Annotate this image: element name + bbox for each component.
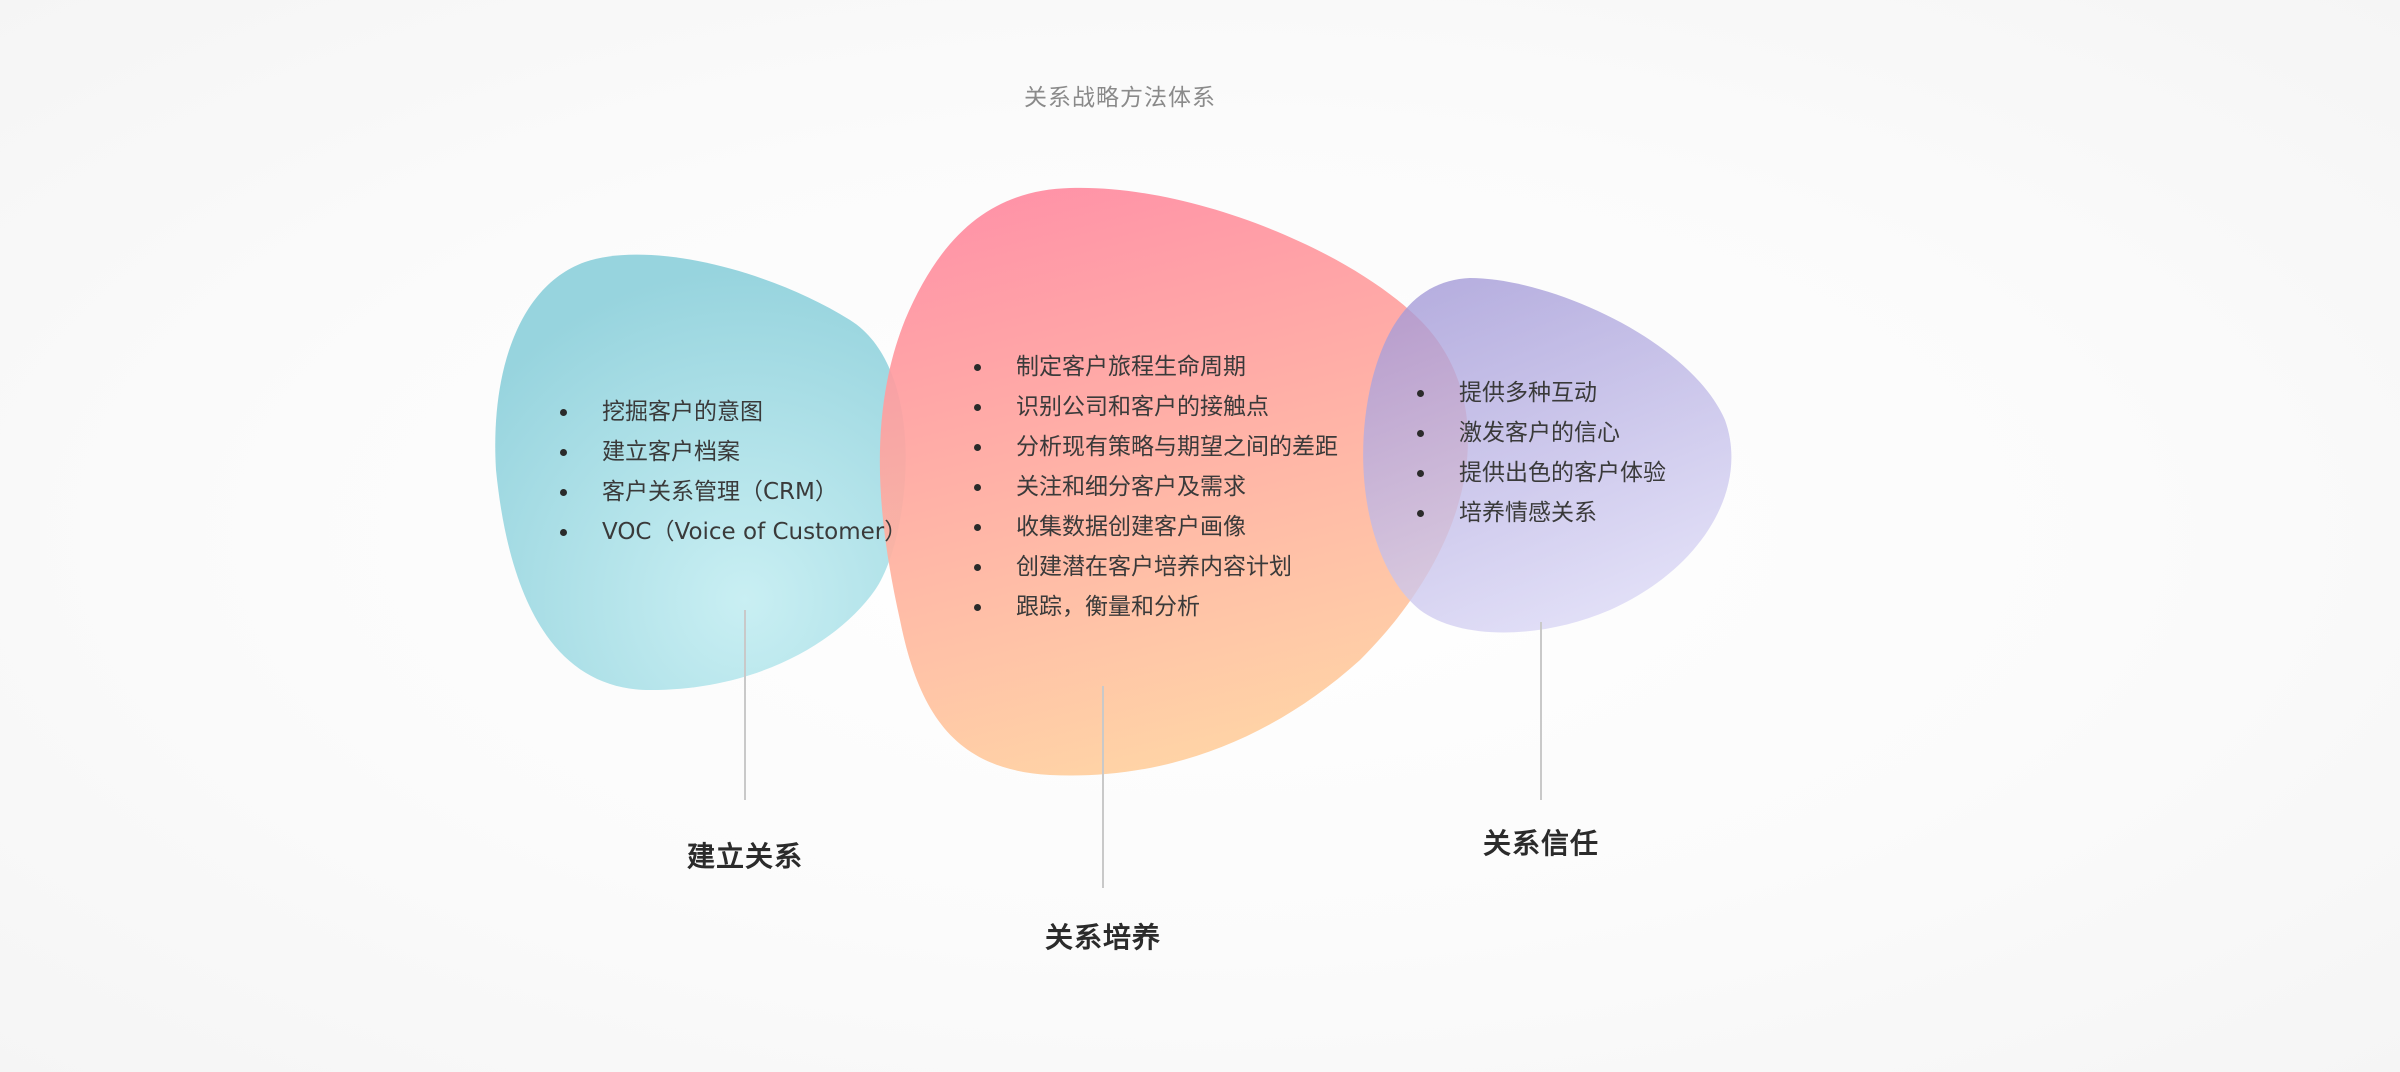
nurture-relationship-list: 制定客户旅程生命周期 识别公司和客户的接触点 分析现有策略与期望之间的差距 关注… <box>966 347 1338 627</box>
nurture-connector-line <box>1102 686 1104 888</box>
blob-build <box>495 254 906 690</box>
list-item: 激发客户的信心 <box>1409 413 1666 453</box>
list-item: VOC（Voice of Customer） <box>552 512 907 552</box>
list-item: 制定客户旅程生命周期 <box>966 347 1338 387</box>
list-item: 建立客户档案 <box>552 432 907 472</box>
diagram-title: 关系战略方法体系 <box>1024 85 1216 111</box>
stage-label-trust: 关系信任 <box>1482 827 1599 860</box>
list-item: 培养情感关系 <box>1409 493 1666 533</box>
trust-relationship-list: 提供多种互动 激发客户的信心 提供出色的客户体验 培养情感关系 <box>1409 373 1666 533</box>
list-item: 挖掘客户的意图 <box>552 392 907 432</box>
trust-connector-line <box>1540 622 1542 800</box>
list-item: 提供出色的客户体验 <box>1409 453 1666 493</box>
list-item: 分析现有策略与期望之间的差距 <box>966 427 1338 467</box>
build-relationship-list: 挖掘客户的意图 建立客户档案 客户关系管理（CRM） VOC（Voice of … <box>552 392 907 552</box>
blob-trust <box>1363 278 1732 633</box>
list-item: 跟踪，衡量和分析 <box>966 587 1338 627</box>
stage-label-nurture: 关系培养 <box>1044 921 1161 954</box>
blob-nurture <box>879 187 1468 776</box>
list-item: 提供多种互动 <box>1409 373 1666 413</box>
build-connector-line <box>744 610 746 800</box>
list-item: 创建潜在客户培养内容计划 <box>966 547 1338 587</box>
list-item: 识别公司和客户的接触点 <box>966 387 1338 427</box>
stage-label-build: 建立关系 <box>686 840 803 873</box>
list-item: 收集数据创建客户画像 <box>966 507 1338 547</box>
list-item: 客户关系管理（CRM） <box>552 472 907 512</box>
list-item: 关注和细分客户及需求 <box>966 467 1338 507</box>
